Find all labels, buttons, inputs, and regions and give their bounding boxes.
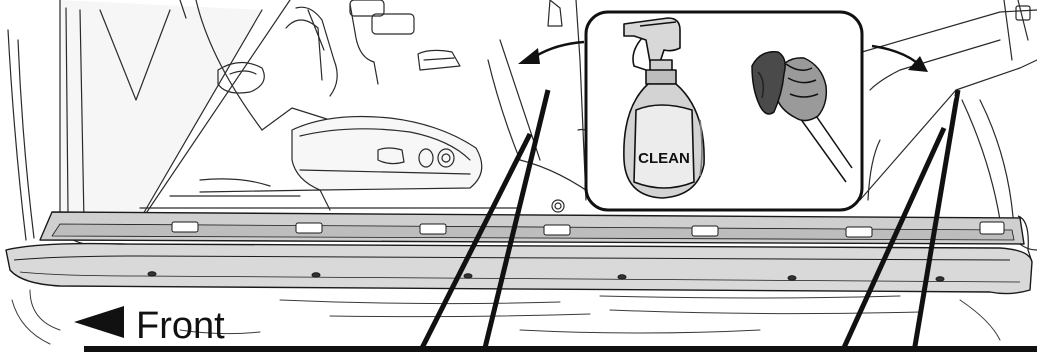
front-indicator: Front <box>74 305 225 347</box>
front-label: Front <box>136 305 225 347</box>
bottle-clean-label: CLEAN <box>638 150 690 167</box>
bottom-edge-band <box>84 346 1037 352</box>
front-arrow-icon <box>74 306 124 338</box>
cleaning-callout: CLEAN <box>586 12 862 210</box>
door-sill-plate <box>6 212 1032 294</box>
